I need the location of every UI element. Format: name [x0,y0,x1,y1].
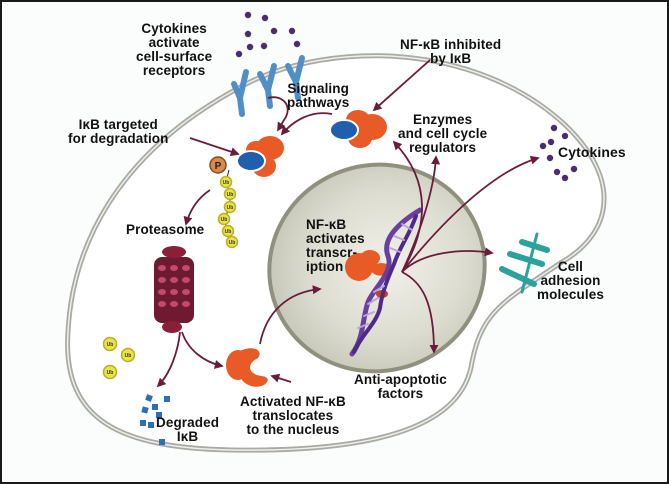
ubiquitin-chain [217,169,239,249]
ubiquitin-label: Ub [107,342,114,348]
label-activated-nfkb: Activated NF-κB translocates to the nucl… [240,394,346,437]
cell-surface-receptors [231,55,305,117]
arrow-to-enzymes [401,155,441,273]
arrow-ikb-targeted-label [189,137,240,156]
phosphate-marker: P [209,156,227,174]
label-nfkb-inhibited: NF-κB inhibited by IκB [400,37,502,66]
label-ikb-targeted: IκB targeted for degradation [68,117,169,146]
label-cytokines-activate: Cytokines activate cell-surface receptor… [136,21,213,78]
arrow-inhibited-label [372,59,431,112]
proteasome [154,246,194,333]
label-anti-apoptotic: Anti-apoptotic factors [354,372,447,401]
arrow-to-adhesion [401,247,494,273]
ubiquitin-label: Ub [107,370,114,376]
arrow-proteasome-to-nfkb [181,331,224,369]
ubiquitin-label: Ub [125,353,132,359]
ubiquitin-label: Ub [221,217,228,223]
label-cytokines: Cytokines [558,144,626,160]
label-proteasome: Proteasome [126,222,205,237]
label-nfkb-activates: NF-κB activates transcr- iption [306,217,365,274]
label-degraded-ikb: Degraded IκB [156,415,220,444]
arrow-signaling-to-complex [280,112,333,136]
ubiquitin-label: Ub [227,192,234,198]
label-enzymes: Enzymes and cell cycle regulators [398,112,488,155]
ubiquitin-label: Ub [229,240,236,246]
arrow-to-proteasome [183,189,211,226]
arrow-proteasome-to-degraded [156,331,181,388]
arrow-to-anti-apoptotic [401,271,439,354]
ubiquitin-label: Ub [227,205,234,211]
arrow-translocates-label [270,373,292,383]
degraded-ikb-fragments [140,394,170,445]
pathway-arrows [156,59,540,388]
label-signaling-pathways: Signaling pathways [287,81,350,110]
svg-text:P: P [215,161,222,172]
nfkb-ikb-complex-targeted [236,136,284,177]
label-cell-adhesion: Cell adhesion molecules [537,259,604,302]
nfkb-ikb-complex-inhibited [329,110,387,148]
arrow-to-complex-top [392,140,423,273]
arrow-to-cytokines [401,155,540,273]
arrow-receptor-to-signaling [267,96,289,132]
activated-nfkb [226,348,268,387]
ubiquitin-label: Ub [225,229,232,235]
ubiquitin-label: Ub [223,180,230,186]
cytokine-dots-right [539,124,578,182]
cytokine-dots-top [235,11,301,58]
cell-adhesion-molecules [499,232,550,294]
dna-helix [349,207,423,357]
arrow-nfkb-to-nucleus [259,285,322,345]
free-ubiquitin [102,336,136,380]
